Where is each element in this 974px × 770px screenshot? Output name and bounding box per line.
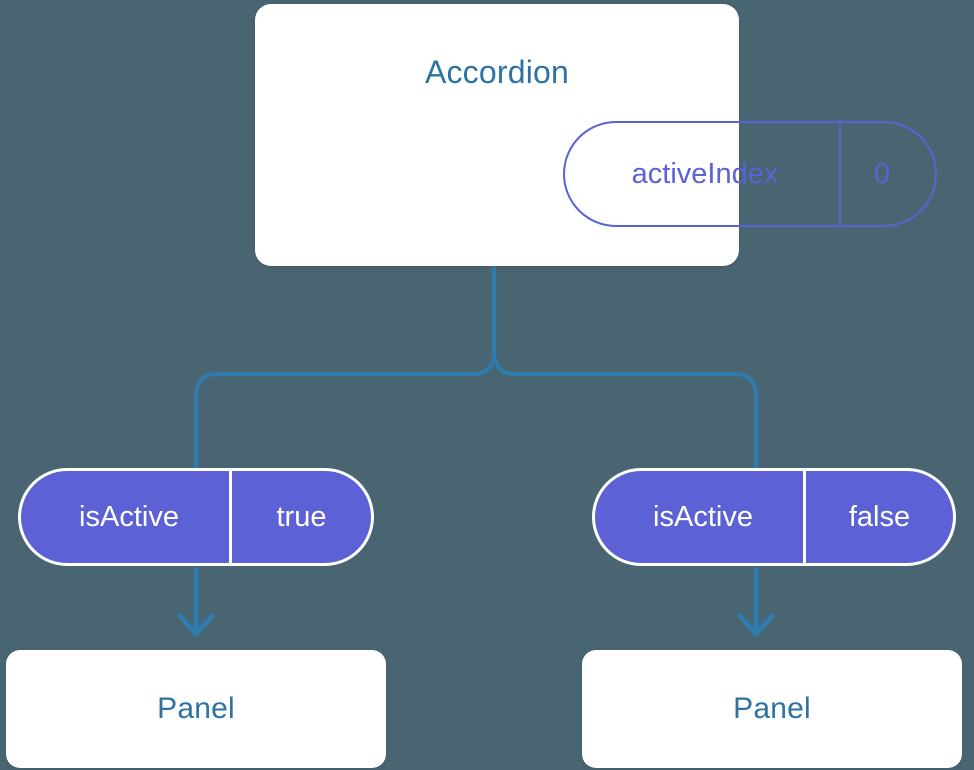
- arrow-down-icon-right: [737, 567, 775, 637]
- prop-pill-key-right: isActive: [595, 471, 806, 563]
- prop-pill-is-active-true[interactable]: isActive true: [18, 468, 374, 566]
- state-pill-key: activeIndex: [565, 123, 841, 225]
- panel-node-title-right: Panel: [733, 692, 811, 725]
- arrow-down-icon-left: [177, 567, 215, 637]
- prop-pill-value-right: false: [848, 500, 911, 533]
- panel-node-card-right[interactable]: Panel: [582, 650, 962, 768]
- accordion-node-title: Accordion: [424, 54, 570, 90]
- connector-trunk-and-branches: [194, 264, 496, 472]
- prop-pill-value-left: true: [276, 500, 327, 533]
- panel-node-card-left[interactable]: Panel: [6, 650, 386, 768]
- prop-pill-key-left: isActive: [21, 471, 232, 563]
- prop-pill-is-active-false[interactable]: isActive false: [592, 468, 956, 566]
- state-pill-active-index[interactable]: activeIndex 0: [563, 121, 937, 227]
- connector-branch-right: [492, 350, 758, 472]
- panel-node-title-left: Panel: [157, 692, 235, 725]
- accordion-node-card[interactable]: Accordion activeIndex 0: [255, 4, 937, 266]
- state-pill-value: 0: [873, 157, 891, 190]
